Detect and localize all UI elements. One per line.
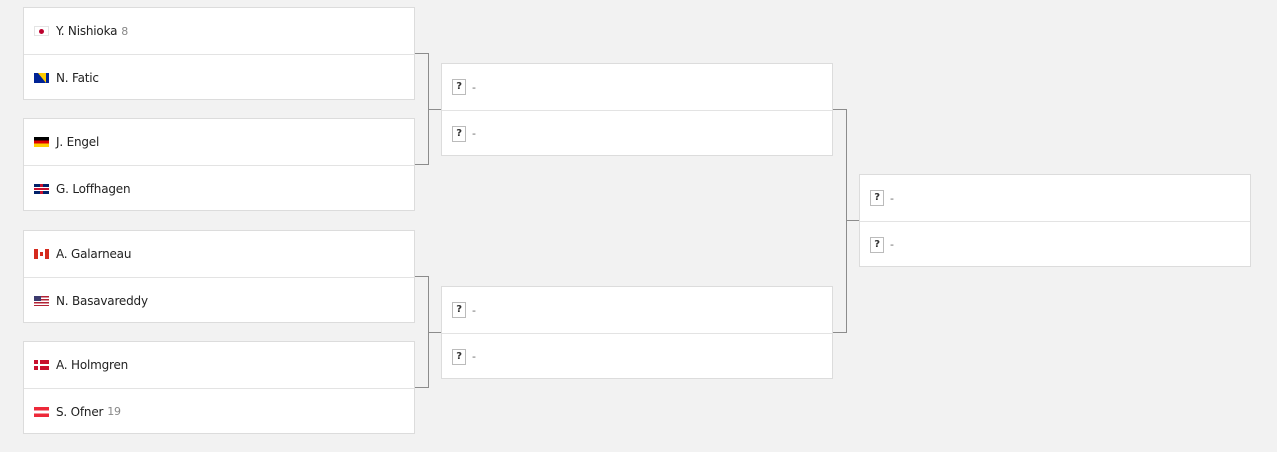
match-card-r2-2[interactable]: ? - ? -: [441, 286, 833, 379]
player-name: N. Basavareddy: [56, 293, 148, 308]
tbd-row[interactable]: ? -: [442, 287, 832, 333]
match-card-r1-2[interactable]: J. Engel G. Loffhagen: [23, 118, 415, 211]
match-card-r1-4[interactable]: A. Holmgren S. Ofner 19: [23, 341, 415, 434]
player-name: G. Loffhagen: [56, 181, 131, 196]
player-row[interactable]: N. Basavareddy: [24, 277, 414, 323]
unknown-player-icon: ?: [452, 348, 466, 365]
player-name: A. Galarneau: [56, 247, 132, 261]
match-card-r3-1[interactable]: ? - ? -: [859, 174, 1251, 267]
tbd-label: -: [472, 127, 476, 140]
player-name: Y. Nishioka: [56, 24, 118, 38]
player-row[interactable]: A. Holmgren: [24, 342, 414, 388]
player-row[interactable]: N. Fatic: [24, 54, 414, 100]
tbd-row[interactable]: ? -: [442, 64, 832, 110]
denmark-flag-icon: [34, 360, 49, 370]
player-seed: 19: [107, 405, 121, 418]
match-card-r1-1[interactable]: Y. Nishioka 8 N. Fatic: [23, 7, 415, 100]
tbd-label: -: [472, 80, 476, 94]
tbd-row[interactable]: ? -: [442, 333, 832, 379]
unknown-player-icon: ?: [870, 236, 884, 253]
tbd-label: -: [472, 350, 476, 363]
player-row[interactable]: G. Loffhagen: [24, 165, 414, 211]
unknown-player-icon: ?: [452, 302, 466, 318]
uk-flag-icon: [34, 183, 49, 194]
germany-flag-icon: [34, 137, 49, 147]
tbd-label: -: [890, 191, 894, 205]
player-seed: 8: [121, 24, 129, 38]
tbd-row[interactable]: ? -: [442, 110, 832, 156]
canada-flag-icon: [34, 249, 49, 259]
tbd-row[interactable]: ? -: [860, 175, 1250, 221]
tbd-label: -: [472, 303, 476, 317]
usa-flag-icon: [34, 295, 49, 306]
unknown-player-icon: ?: [870, 190, 884, 206]
tbd-label: -: [890, 238, 894, 251]
bosnia-flag-icon: [34, 72, 49, 83]
player-name: J. Engel: [56, 135, 100, 149]
player-name: N. Fatic: [56, 70, 99, 85]
player-name: A. Holmgren: [56, 358, 129, 372]
tbd-row[interactable]: ? -: [860, 221, 1250, 267]
player-row[interactable]: S. Ofner 19: [24, 388, 414, 434]
unknown-player-icon: ?: [452, 125, 466, 142]
match-card-r1-3[interactable]: A. Galarneau N. Basavareddy: [23, 230, 415, 323]
austria-flag-icon: [34, 406, 49, 417]
unknown-player-icon: ?: [452, 79, 466, 95]
japan-flag-icon: [34, 26, 49, 36]
player-row[interactable]: A. Galarneau: [24, 231, 414, 277]
player-name: S. Ofner: [56, 404, 104, 419]
player-row[interactable]: Y. Nishioka 8: [24, 8, 414, 54]
match-card-r2-1[interactable]: ? - ? -: [441, 63, 833, 156]
player-row[interactable]: J. Engel: [24, 119, 414, 165]
